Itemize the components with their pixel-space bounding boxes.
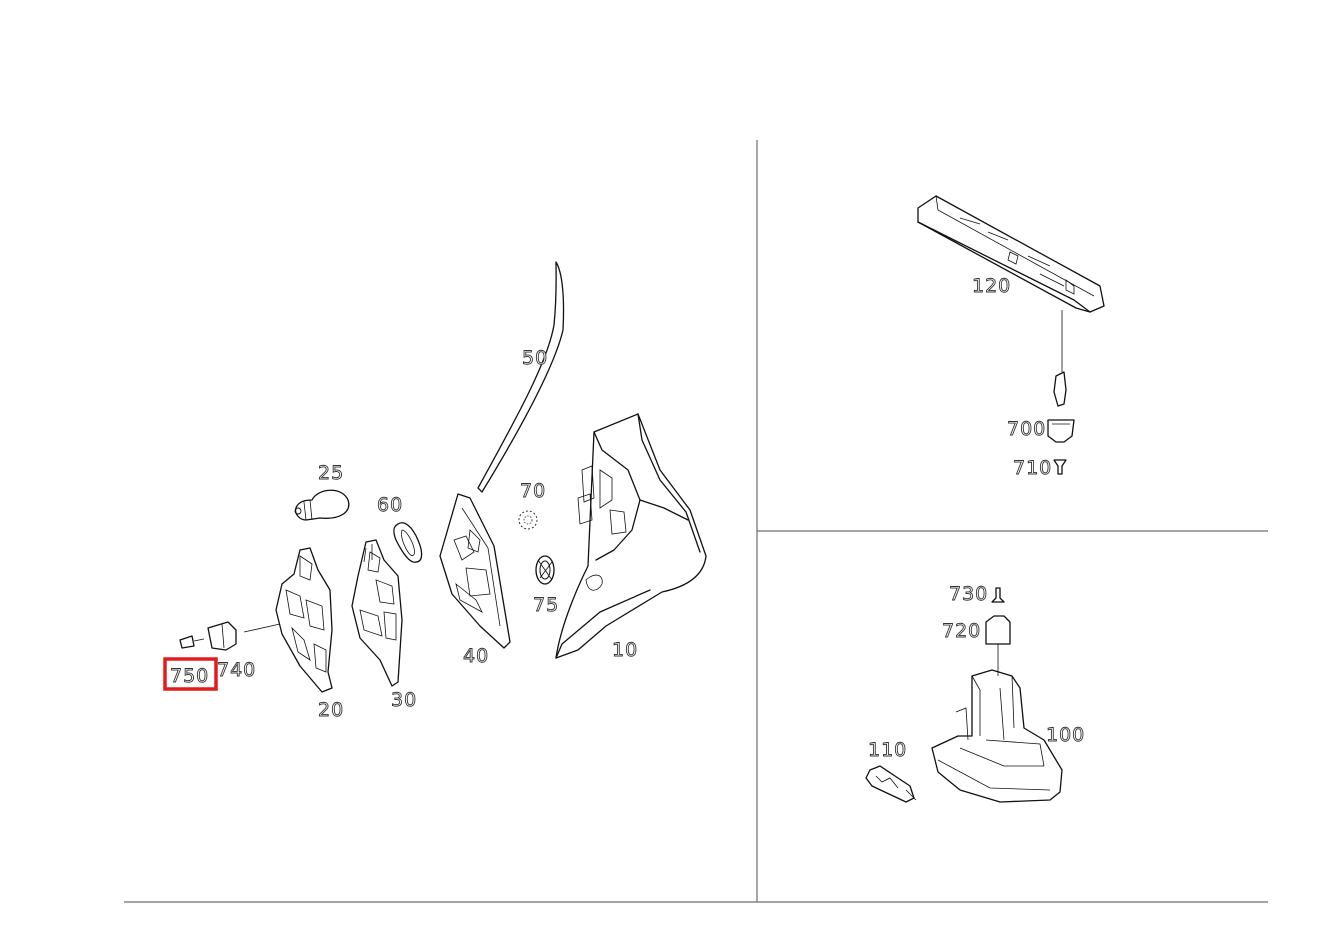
part-70-clip[interactable] [518, 510, 538, 530]
part-750-small-bulb[interactable] [179, 635, 205, 649]
label-70: 70 [520, 480, 546, 502]
label-700: 700 [1007, 418, 1046, 440]
part-20-bulb-holder[interactable] [243, 547, 333, 693]
label-30: 30 [391, 689, 417, 711]
label-75: 75 [533, 594, 559, 616]
part-25-bulb[interactable] [294, 489, 350, 521]
part-40-reflector[interactable] [439, 493, 511, 649]
part-60-grommet[interactable] [393, 522, 423, 563]
part-730-bulb[interactable] [991, 587, 1005, 603]
part-100-plate-lamp[interactable] [931, 669, 1063, 803]
part-700-connector[interactable] [1047, 371, 1075, 443]
part-720-socket[interactable] [985, 615, 1011, 676]
part-710-bulb[interactable] [1053, 459, 1067, 475]
part-50-seal-strip[interactable] [477, 261, 565, 493]
label-110: 110 [868, 739, 907, 761]
label-20: 20 [318, 699, 344, 721]
part-10-lamp-housing[interactable] [555, 413, 707, 659]
label-10: 10 [612, 639, 638, 661]
label-120: 120 [972, 275, 1011, 297]
part-30-bulb-carrier[interactable] [351, 539, 403, 687]
part-labels: 10 20 25 30 40 50 60 70 75 740 750 100 1… [170, 275, 1085, 762]
label-100: 100 [1046, 724, 1085, 746]
label-750: 750 [170, 665, 209, 687]
part-110-festoon-bulb[interactable] [865, 765, 917, 803]
highlight-box-750 [163, 657, 218, 691]
label-730: 730 [949, 583, 988, 605]
part-740-socket[interactable] [207, 621, 237, 651]
label-710: 710 [1013, 457, 1052, 479]
label-720: 720 [942, 620, 981, 642]
part-120-brake-light[interactable] [917, 195, 1105, 372]
part-75-spring-nut[interactable] [535, 555, 555, 585]
label-60: 60 [377, 494, 403, 516]
label-25: 25 [318, 462, 344, 484]
label-740: 740 [217, 659, 256, 681]
label-40: 40 [463, 645, 489, 667]
label-50: 50 [522, 347, 548, 369]
panel-frame [124, 140, 1268, 903]
